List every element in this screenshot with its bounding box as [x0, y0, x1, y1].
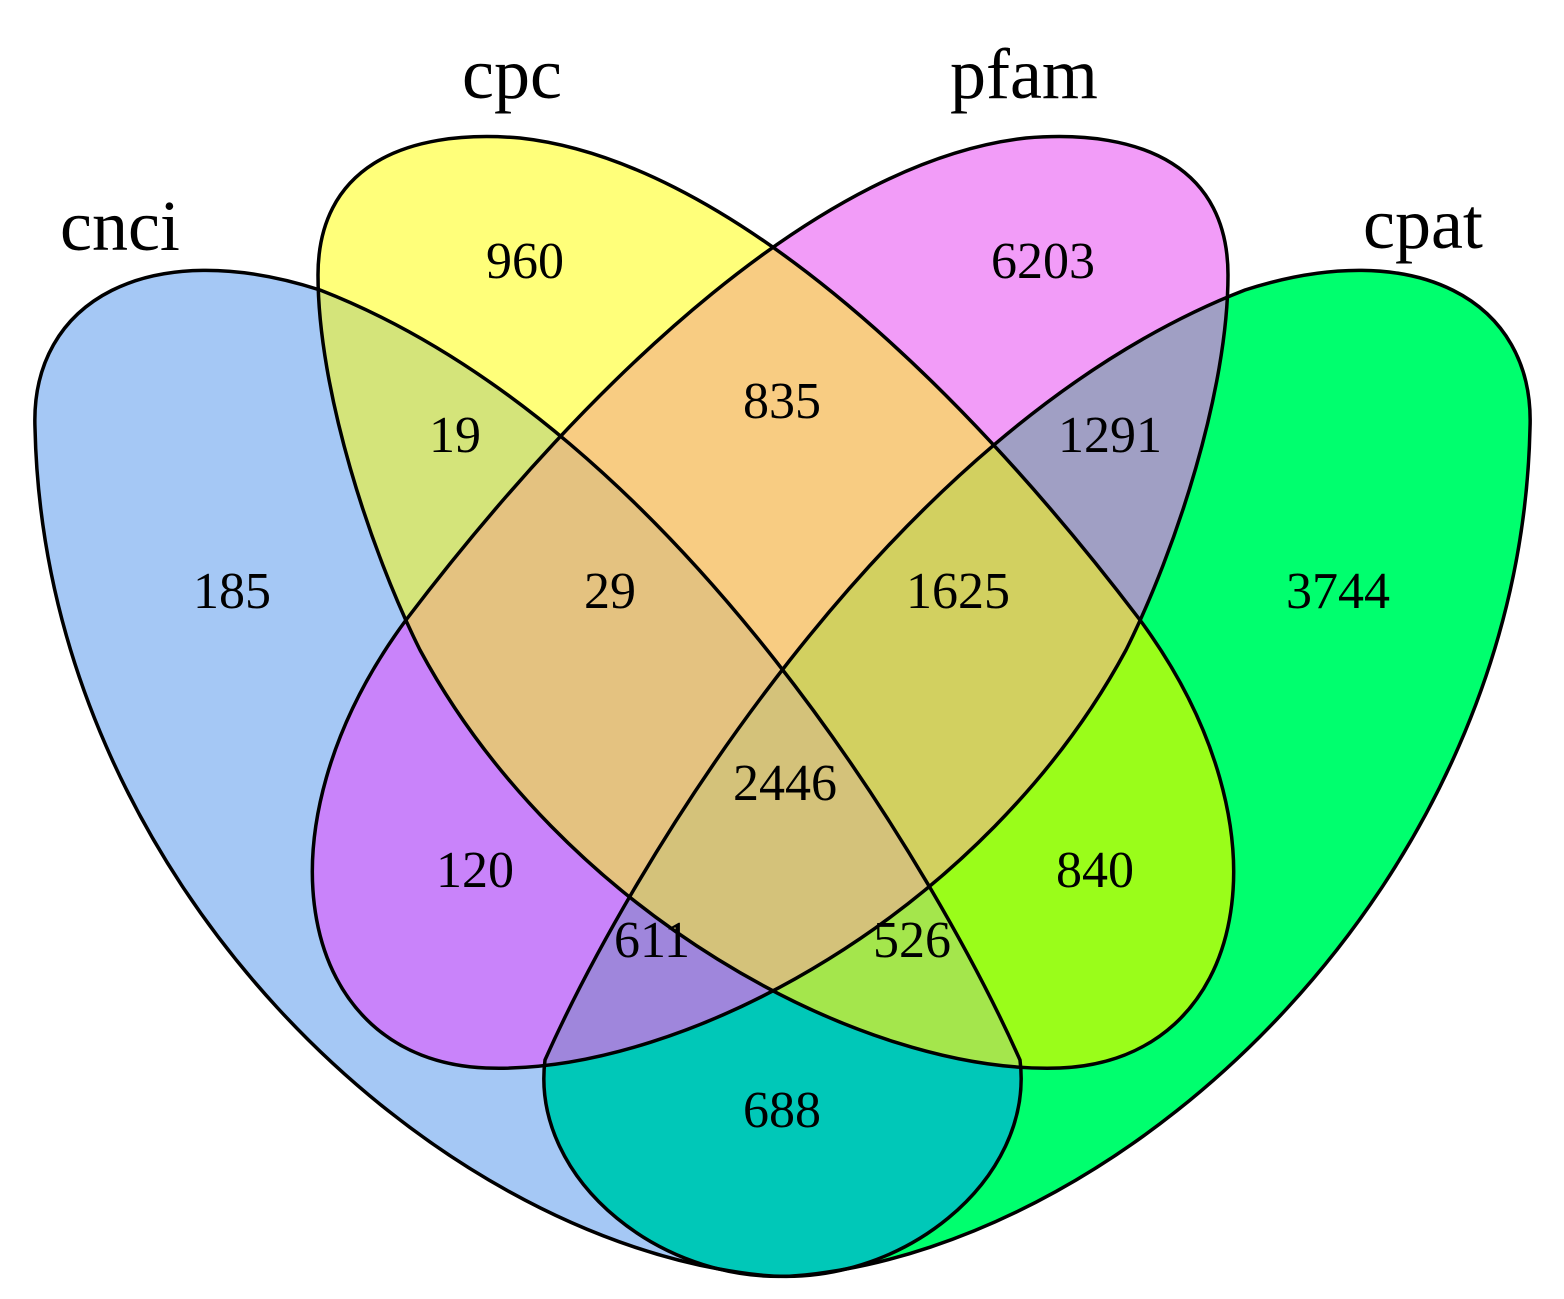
region-count-cnci-pfam-cpat: 611	[614, 912, 690, 969]
set-label-cpat: cpat	[1363, 184, 1483, 264]
region-count-cnci-only: 185	[193, 563, 271, 620]
region-count-cpc-pfam-cpat: 1625	[906, 563, 1010, 620]
region-count-all-four: 2446	[733, 755, 837, 812]
region-count-cnci-pfam: 120	[436, 842, 514, 899]
region-count-cnci-cpat: 688	[743, 1082, 821, 1139]
region-count-pfam-only: 6203	[991, 233, 1095, 290]
region-count-cpc-pfam: 835	[743, 373, 821, 430]
set-label-pfam: pfam	[950, 34, 1098, 114]
region-count-cnci-cpc-cpat: 526	[873, 912, 951, 969]
region-count-cnci-cpc-pfam: 29	[584, 563, 636, 620]
region-count-cpat-only: 3744	[1286, 563, 1390, 620]
region-count-cnci-cpc: 19	[429, 407, 481, 464]
region-count-pfam-cpat: 1291	[1058, 407, 1162, 464]
region-count-cpc-only: 960	[486, 233, 564, 290]
region-count-cpc-cpat: 840	[1056, 842, 1134, 899]
set-label-cpc: cpc	[462, 34, 562, 114]
set-label-cnci: cnci	[60, 186, 180, 266]
